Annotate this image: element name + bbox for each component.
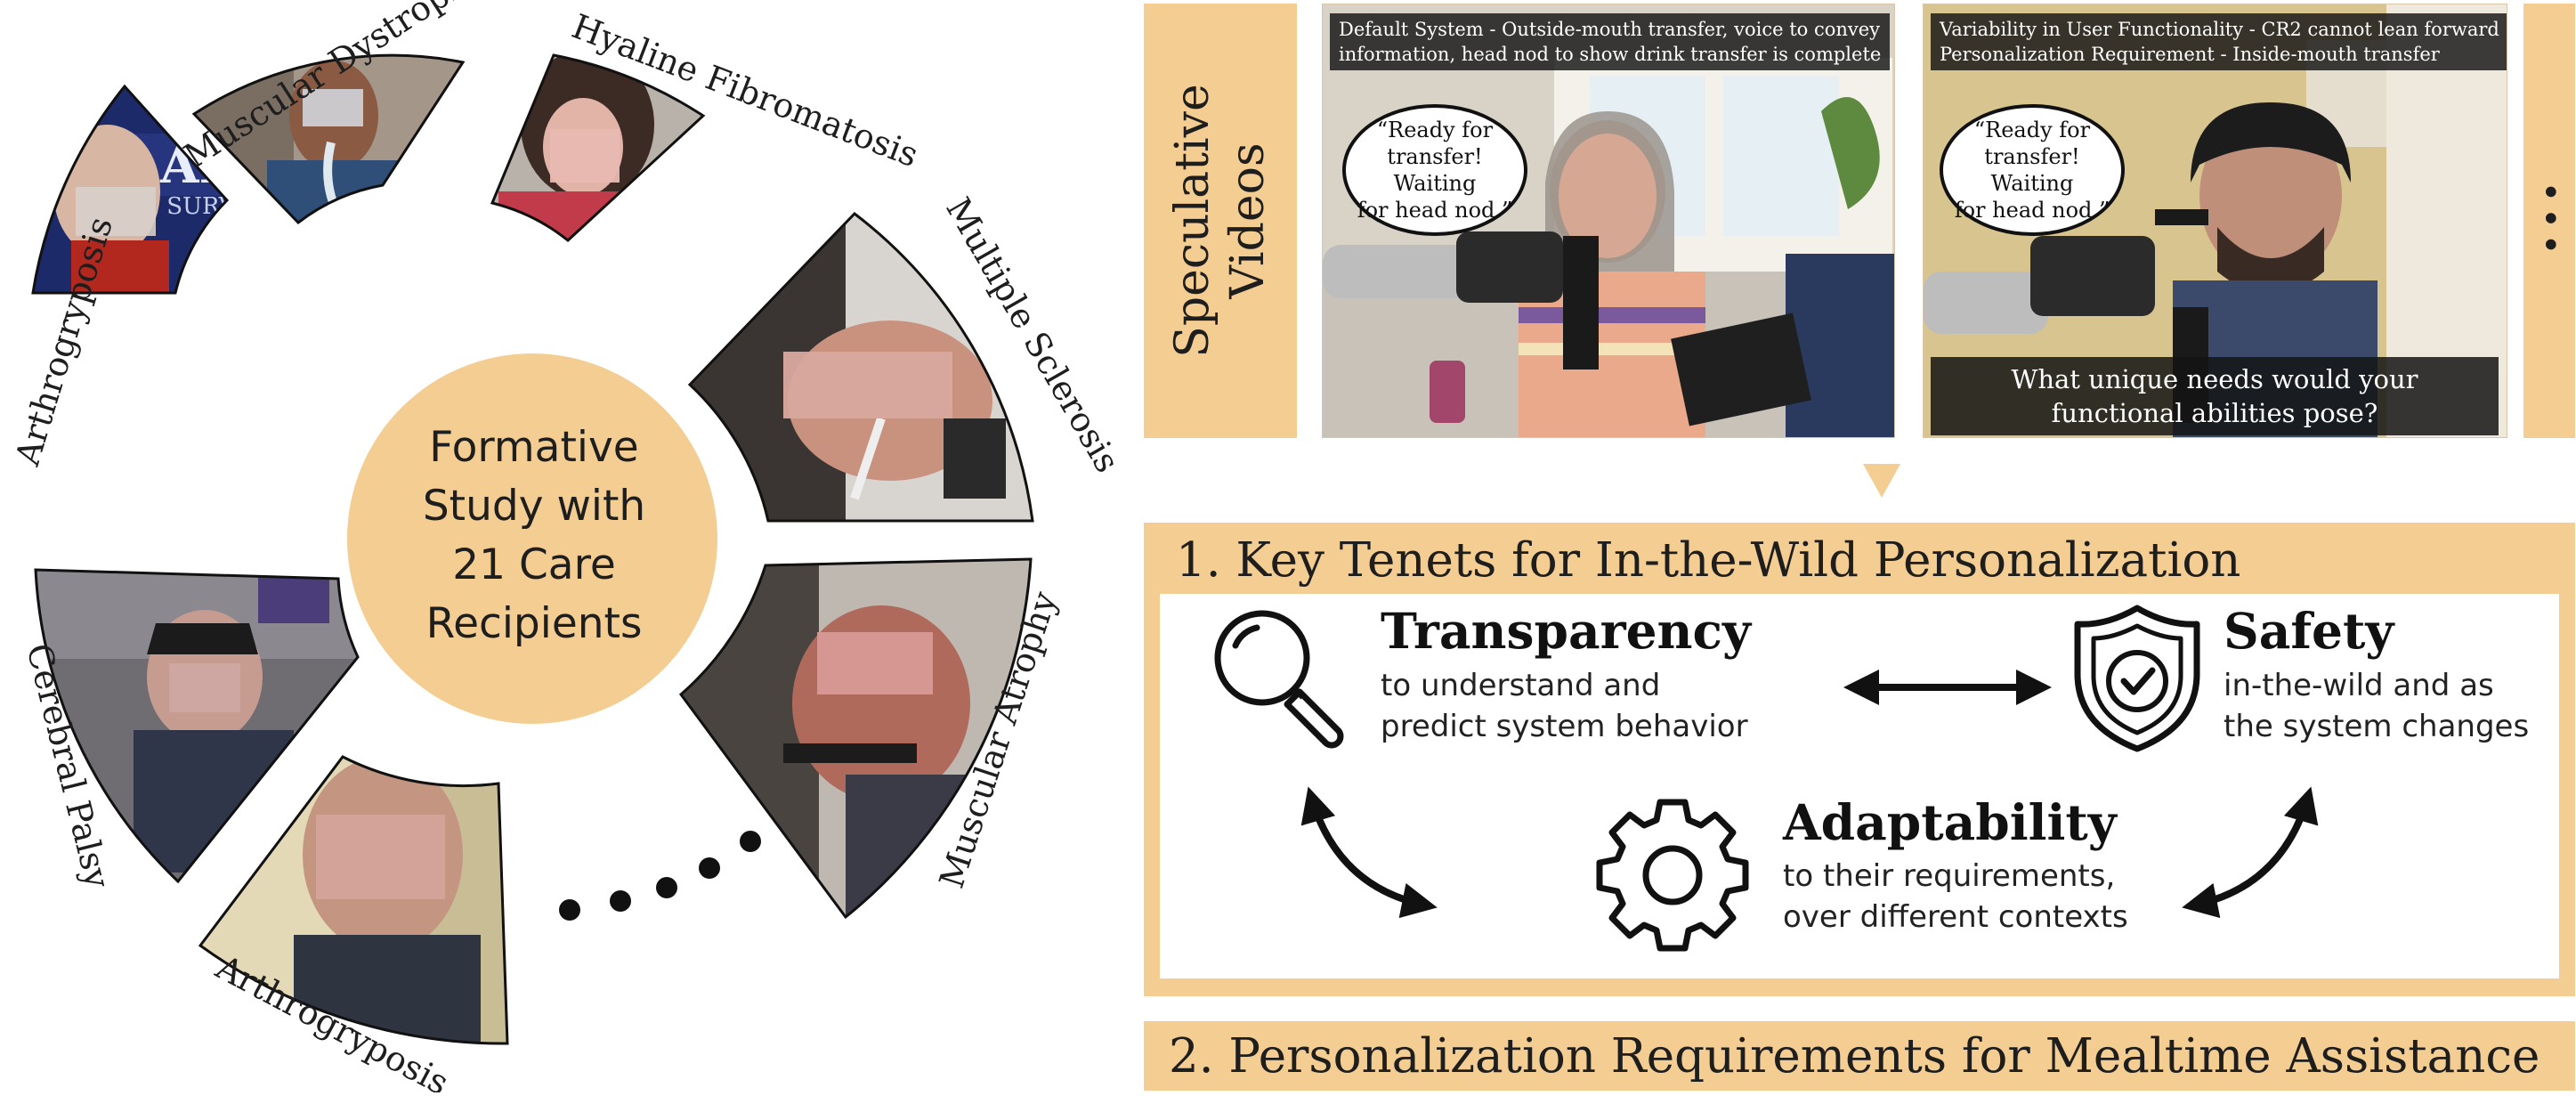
center-circle	[347, 353, 717, 724]
center-label: Formative Study with 21 Care Recipients	[352, 418, 717, 654]
speech-bubble-1: “Ready for transfer! Waiting for head no…	[1342, 104, 1527, 236]
ellipsis-dot	[610, 890, 631, 912]
ellipsis-dot	[740, 831, 761, 852]
speculative-videos-label: Speculative Videos	[1166, 84, 1275, 358]
ellipsis-dot	[559, 899, 580, 921]
magnifier-icon	[1214, 610, 1344, 749]
gear-icon	[1596, 799, 1749, 952]
down-arrow-icon	[1863, 464, 1900, 498]
relationship-arrows	[1300, 670, 2319, 919]
transparency-description: to understand and predict system behavio…	[1381, 668, 1748, 744]
more-videos-box[interactable]: •••	[2523, 4, 2575, 438]
center-label-line: Formative	[429, 423, 639, 472]
adaptability-description: to their requirements, over different co…	[1783, 858, 2128, 935]
speculative-videos-label-box: Speculative Videos	[1144, 4, 1297, 438]
video-2-caption: Variability in User Functionality - CR2 …	[1931, 13, 2507, 70]
key-tenets-content: Transparency to understand and predict s…	[1160, 594, 2559, 978]
center-label-line: Recipients	[425, 599, 643, 648]
formative-study-wheel: ABL E SURV	[0, 0, 1130, 1096]
key-tenets-panel: 1. Key Tenets for In-the-Wild Personaliz…	[1144, 523, 2575, 996]
safety-description: in-the-wild and as the system changes	[2224, 668, 2530, 744]
ellipsis-dot	[656, 877, 677, 898]
center-label-line: 21 Care	[452, 540, 616, 589]
shield-check-icon	[2074, 605, 2200, 752]
transparency-heading: Transparency	[1381, 602, 1751, 660]
video-1-caption: Default System - Outside-mouth transfer,…	[1330, 13, 1891, 70]
speech-bubble-2: “Ready for transfer! Waiting for head no…	[1940, 104, 2125, 236]
wheel-graphic: ABL E SURV	[7, 0, 1127, 1096]
video-2-subtitle: What unique needs would your functional …	[1931, 357, 2499, 435]
requirements-title: 2. Personalization Requirements for Meal…	[1169, 1029, 2540, 1084]
key-tenets-title: 1. Key Tenets for In-the-Wild Personaliz…	[1176, 533, 2241, 588]
arrow-transparency-adaptability	[1300, 786, 1438, 919]
video-default-system[interactable]: Default System - Outside-mouth transfer,…	[1322, 4, 1895, 438]
adaptability-heading: Adaptability	[1783, 793, 2117, 851]
requirements-panel: 2. Personalization Requirements for Meal…	[1144, 1021, 2575, 1091]
center-label-line: Study with	[422, 482, 646, 531]
arrow-safety-adaptability	[2182, 786, 2319, 919]
ellipsis-dot	[699, 857, 720, 879]
safety-heading: Safety	[2224, 602, 2394, 660]
video-variability[interactable]: Variability in User Functionality - CR2 …	[1923, 4, 2507, 438]
more-ellipsis: •••	[2529, 181, 2570, 261]
